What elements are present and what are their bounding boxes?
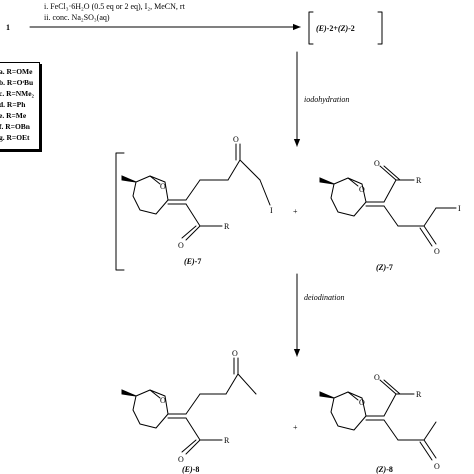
- legend-item-c: c. R=NMe₂: [0, 89, 34, 98]
- label-e8: (E)-8: [182, 465, 199, 474]
- bracket-7-left: [115, 152, 125, 271]
- right-bracket: [377, 11, 383, 45]
- plus-sign-2: +: [293, 423, 298, 432]
- atom-i: I: [270, 206, 273, 215]
- label-e7: (E)-7: [184, 257, 201, 266]
- label-z8: (Z)-8: [376, 465, 393, 474]
- atom-r: R: [224, 436, 230, 445]
- legend-item-g: g. R=OEt: [0, 133, 30, 142]
- atom-o-ester: O: [374, 159, 380, 168]
- legend-item-b: b. R=OᵗBu: [0, 78, 34, 87]
- atom-i: I: [458, 204, 461, 213]
- structure-z7: O O R O I: [319, 159, 461, 256]
- atom-o-ketone: O: [434, 247, 440, 256]
- atom-o-ketone: O: [233, 135, 239, 144]
- label-z7: (Z)-7: [376, 263, 393, 272]
- step-label-deiodination: deiodination: [304, 293, 344, 302]
- atom-o-ester: O: [374, 373, 380, 382]
- legend-item-d: d. R=Ph: [0, 100, 26, 109]
- atom-r: R: [224, 222, 230, 231]
- left-bracket: [308, 11, 314, 45]
- structure-e7: O O I O R: [121, 135, 273, 250]
- atom-r: R: [416, 176, 422, 185]
- legend-item-f: f. R=OBn: [0, 122, 30, 131]
- atom-o-ring: O: [359, 398, 365, 407]
- start-compound-label: 1: [6, 23, 10, 32]
- atom-o-ketone: O: [434, 462, 440, 471]
- product-mixture-label: (E)-2+(Z)-2: [316, 24, 355, 33]
- atom-r: R: [416, 390, 422, 399]
- legend-item-e: e. R=Me: [0, 111, 27, 120]
- atom-o-ester: O: [178, 455, 184, 464]
- structure-z8: O O R O: [319, 373, 440, 471]
- legend-item-a: a. R=OMe: [0, 67, 33, 76]
- atom-o-ring: O: [160, 182, 166, 191]
- atom-o-ester: O: [178, 241, 184, 250]
- r-group-legend: a. R=OMe b. R=OᵗBu c. R=NMe₂ d. R=Ph e. …: [0, 62, 40, 150]
- atom-o-ketone: O: [232, 349, 238, 358]
- structure-e8: O O O R: [121, 349, 257, 464]
- plus-sign-1: +: [293, 207, 298, 216]
- atom-o-ring: O: [160, 396, 166, 405]
- atom-o-ring: O: [359, 185, 365, 194]
- step-label-iodohydration: iodohydration: [304, 95, 349, 104]
- reagent-line-1: i. FeCl₃·6H₂O (0.5 eq or 2 eq), I₂, MeCN…: [44, 2, 186, 11]
- reagent-line-2: ii. conc. Na₂SO₃(aq): [44, 13, 110, 22]
